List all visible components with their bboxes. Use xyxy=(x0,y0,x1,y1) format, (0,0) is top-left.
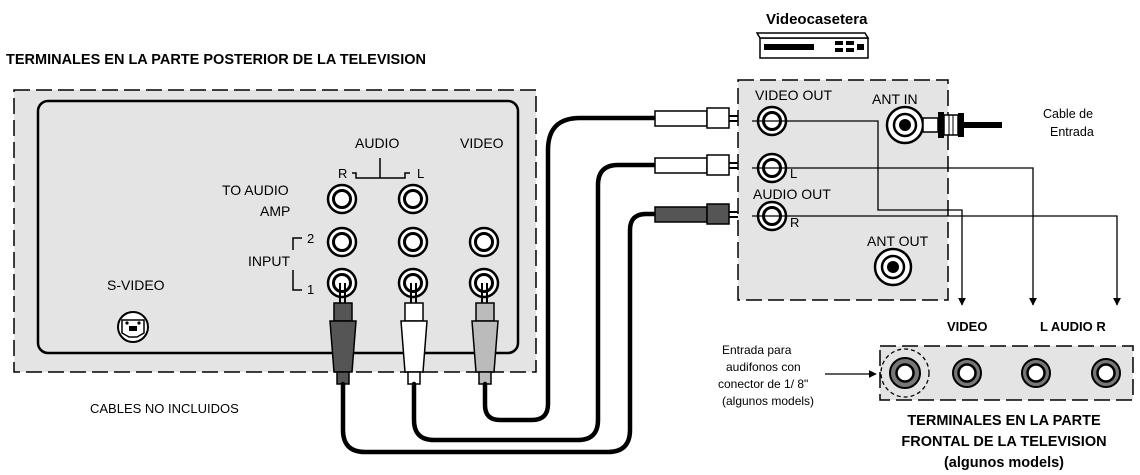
jack-input2-r xyxy=(326,226,358,258)
vcr-audio-r-label: R xyxy=(790,215,799,230)
cable-video xyxy=(482,115,658,423)
jack-to-audio-l xyxy=(397,183,429,215)
headphone-line1: Entrada para xyxy=(722,343,792,357)
ant-out-jack xyxy=(873,247,913,287)
cable-audio-l xyxy=(411,162,658,443)
front-audio-label: L AUDIO R xyxy=(1040,319,1106,334)
input-bracket-bottom xyxy=(292,270,302,291)
audio-r-label: R xyxy=(338,166,347,181)
jack-front-audio-r xyxy=(1091,358,1121,388)
headphone-line2: audifonos con xyxy=(726,360,801,374)
vcr-title: Videocasetera xyxy=(766,11,868,28)
input-bracket-top xyxy=(292,237,302,250)
jack-to-audio-r xyxy=(326,183,358,215)
jack-input1-r xyxy=(326,267,358,299)
cable-in-line2: Entrada xyxy=(1050,125,1094,139)
cables xyxy=(340,115,658,455)
cables-note: CABLES NO INCLUIDOS xyxy=(90,401,239,416)
jack-front-headphone xyxy=(889,357,921,389)
jack-input1-video xyxy=(468,267,500,299)
amp-label: AMP xyxy=(260,203,290,219)
jack-front-audio-l xyxy=(1021,358,1051,388)
front-title-line1: TERMINALES EN LA PARTE xyxy=(907,413,1101,429)
audio-label: AUDIO xyxy=(355,135,399,151)
front-video-label: VIDEO xyxy=(947,319,987,334)
rca-plug-audio-l xyxy=(400,283,428,385)
audio-l-label: L xyxy=(417,166,424,181)
vcr-audio-l-label: L xyxy=(790,166,797,181)
cable-in-line1: Cable de xyxy=(1043,107,1093,121)
headphone-line3: conector de 1/ 8" xyxy=(718,377,808,391)
video-label: VIDEO xyxy=(460,135,504,151)
input-label: INPUT xyxy=(248,253,290,269)
arrow-video xyxy=(752,120,966,306)
jack-input1-l xyxy=(397,267,429,299)
input-1-label: 1 xyxy=(307,282,314,297)
headphone-line4: (algunos models) xyxy=(722,394,814,408)
audio-out-label: AUDIO OUT xyxy=(753,186,831,202)
front-title-line2: FRONTAL DE LA TELEVISION xyxy=(901,434,1106,450)
ant-out-label: ANT OUT xyxy=(867,233,929,249)
vcr-icon xyxy=(755,32,870,59)
ant-in-label: ANT IN xyxy=(872,91,918,107)
tv-rear-panel xyxy=(36,99,520,355)
input-2-label: 2 xyxy=(307,231,314,246)
signal-lines xyxy=(752,120,1121,306)
jack-front-video xyxy=(952,358,982,388)
rca-plug-video xyxy=(471,283,499,385)
headphone-highlight xyxy=(880,348,930,398)
rca-plug-audio-r xyxy=(329,283,357,385)
svideo-label: S-VIDEO xyxy=(107,277,165,293)
coax-connector xyxy=(922,112,1002,138)
cable-plug-video xyxy=(654,107,752,129)
front-panel xyxy=(879,345,1134,401)
svideo-jack xyxy=(117,311,149,343)
arrow-audio-r xyxy=(752,215,1121,306)
to-audio-label: TO AUDIO xyxy=(222,182,289,198)
jack-input2-video xyxy=(468,226,500,258)
front-title-line3: (algunos models) xyxy=(944,455,1064,471)
rear-panel-title: TERMINALES EN LA PARTE POSTERIOR DE LA T… xyxy=(6,52,426,68)
ant-in-jack xyxy=(885,105,925,145)
cable-audio-r xyxy=(340,211,658,455)
jack-input2-l xyxy=(397,226,429,258)
front-jacks xyxy=(889,357,1121,389)
cable-plug-audio-r xyxy=(654,203,752,225)
video-out-label: VIDEO OUT xyxy=(755,87,832,103)
arrow-audio-l xyxy=(752,167,1037,306)
cable-plug-audio-l xyxy=(654,154,752,176)
